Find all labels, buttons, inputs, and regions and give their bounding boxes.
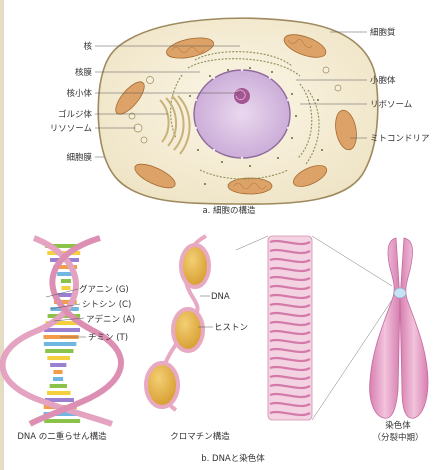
caption-a: a. 細胞の構造 [202, 205, 256, 216]
base-pair [44, 419, 80, 423]
label-thymine: チミン (T) [88, 333, 128, 343]
base-pair [50, 363, 66, 367]
zoom-lines [236, 236, 392, 420]
caption-chromosome: 染色体 [385, 420, 411, 431]
label-lysosome: リソソーム [50, 124, 92, 134]
chromosome [370, 238, 428, 418]
label-cell-membrane: 細胞膜 [66, 152, 92, 163]
nucleolus [234, 88, 250, 104]
label-mitochondria: ミトコンドリア [370, 134, 430, 144]
base-pair [47, 391, 71, 395]
label-cytoplasm: 細胞質 [370, 27, 396, 38]
base-pair [50, 384, 67, 388]
base-pair [61, 279, 71, 283]
label-er: 小胞体 [370, 75, 396, 86]
caption-double-helix: DNA の二重らせん構造 [17, 431, 107, 442]
label-adenine: アデニン (A) [86, 314, 135, 325]
base-pair [47, 356, 70, 360]
label-ribosome: リボソーム [370, 100, 412, 110]
label-nuclear-envelope: 核膜 [75, 67, 93, 78]
label-nucleolus: 核小体 [66, 88, 92, 99]
label-cytosine: シトシン (C) [82, 300, 131, 310]
cell-labels-left: 核 核膜 核小体 ゴルジ体 リソソーム 細胞膜 [50, 41, 93, 163]
label-guanine: グアニン (G) [79, 284, 129, 295]
label-histone: ヒストン [214, 323, 248, 333]
base-pair [44, 328, 80, 332]
cell-labels-right: 細胞質 小胞体 リボソーム ミトコンドリア [370, 27, 430, 144]
dna-sub-captions: DNA の二重らせん構造 クロマチン構造 染色体 （分裂中期） [17, 420, 423, 443]
base-pair [53, 377, 63, 381]
histone [173, 309, 203, 351]
base-pair [45, 349, 73, 353]
base-pair [53, 370, 62, 374]
label-nucleus: 核 [83, 41, 92, 52]
histone [181, 245, 209, 287]
centromere [394, 288, 406, 298]
chromatin-fiber [268, 236, 312, 420]
histone [146, 363, 178, 407]
dna-double-helix [3, 238, 122, 424]
label-golgi: ゴルジ体 [58, 109, 93, 120]
caption-chromatin: クロマチン構造 [170, 431, 230, 442]
label-dna: DNA [211, 292, 230, 302]
base-pair [44, 342, 76, 346]
nuclear-envelope [194, 70, 290, 158]
chromatin-structure [146, 236, 209, 410]
caption-b: b. DNAと染色体 [201, 453, 265, 464]
base-labels: グアニン (G) シトシン (C) アデニン (A) チミン (T) [79, 284, 135, 343]
base-pair [61, 286, 70, 290]
caption-metaphase: （分裂中期） [372, 432, 423, 443]
